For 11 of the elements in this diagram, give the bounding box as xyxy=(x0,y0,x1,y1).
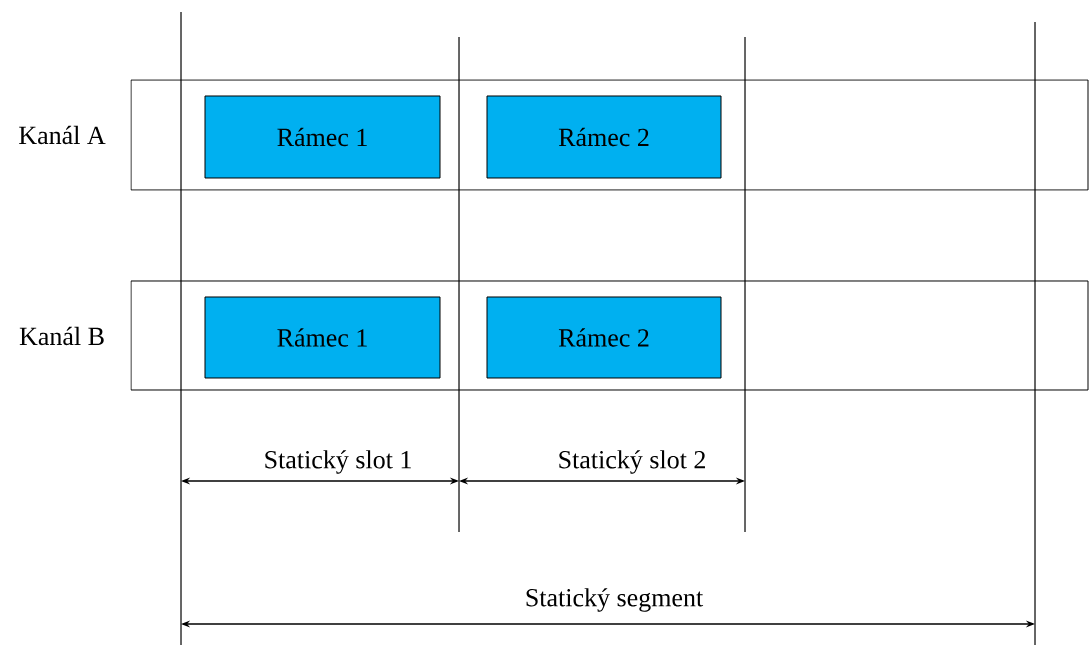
channel-label: Kanál B xyxy=(19,326,104,346)
dimension-label: Statický slot 2 xyxy=(559,450,705,474)
frame-box: Rámec 1 xyxy=(204,296,441,379)
channel-band xyxy=(130,79,1089,191)
channel-label: Kanál A xyxy=(19,125,106,145)
dimension-label: Statický segment xyxy=(526,588,704,612)
frame-box: Rámec 2 xyxy=(486,296,722,379)
frame-box: Rámec 1 xyxy=(204,95,441,179)
frame-box: Rámec 2 xyxy=(486,95,722,179)
dimension-label: Statický slot 1 xyxy=(265,450,411,474)
channel-band xyxy=(130,280,1089,391)
